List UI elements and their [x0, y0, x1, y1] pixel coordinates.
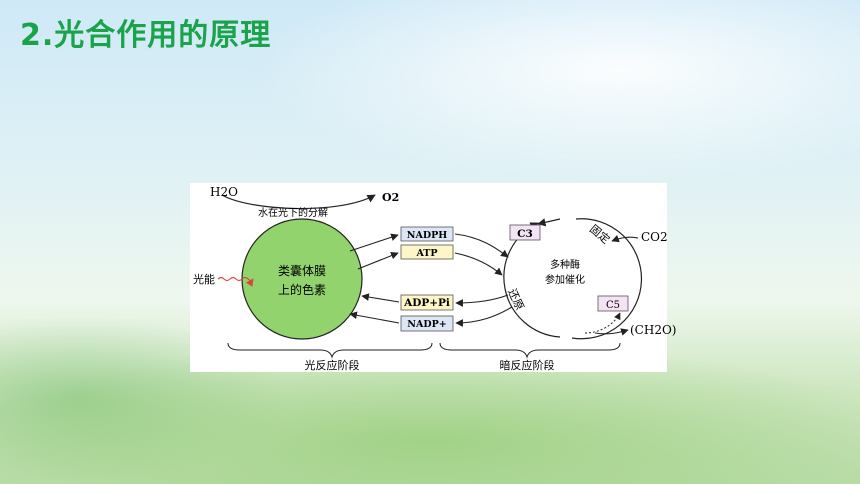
atp-label: ATP	[415, 248, 437, 259]
c5-label: C5	[606, 300, 620, 311]
light-stage-label: 光反应阶段	[305, 358, 360, 372]
water-split-arrow	[221, 194, 376, 210]
ch2o-arrow	[594, 328, 629, 336]
arrow-atp-to-cycle	[454, 252, 503, 276]
water-split-label: 水在光下的分解	[258, 206, 328, 219]
nadph-label: NADPH	[407, 230, 447, 241]
light-energy-label: 光能	[193, 272, 215, 286]
enzyme-label-line1: 多种酶	[550, 258, 580, 271]
light-energy-arrow	[217, 276, 254, 287]
calvin-cycle-ring-right	[571, 218, 643, 340]
arrow-nadph-to-cycle	[454, 233, 509, 258]
adp-pi-box	[400, 294, 454, 311]
arrow-to-atp	[357, 251, 399, 270]
arrow-adp-to-circle	[361, 293, 400, 303]
c3-label: C3	[517, 228, 533, 240]
o2-label: O2	[382, 191, 399, 204]
co2-label: CO2	[641, 230, 668, 244]
photosynthesis-diagram: H2O 水在光下的分解 O2 类囊体膜 上的色素 光能 NADPH ATP AD…	[190, 183, 676, 372]
dark-stage-brace	[439, 342, 621, 359]
pigment-membrane-circle	[241, 218, 363, 340]
arrow-to-nadph	[349, 233, 399, 252]
diagram-canvas: H2O 水在光下的分解 O2 类囊体膜 上的色素 光能 NADPH ATP AD…	[193, 185, 676, 372]
page-title: 2.光合作用的原理	[20, 18, 272, 53]
nadp-plus-label: NADP+	[407, 319, 446, 330]
pigment-label-line2: 上的色素	[278, 282, 326, 297]
enzyme-label-line2: 参加催化	[545, 273, 585, 286]
c5-box	[597, 295, 629, 312]
nadph-box	[400, 226, 454, 242]
ch2o-label: (CH2O)	[630, 323, 676, 337]
arrow-cycle-to-nadp	[455, 306, 513, 327]
arrow-cycle-to-adp	[455, 294, 509, 307]
pigment-label-line1: 类囊体膜	[278, 263, 326, 278]
arrow-nadp-to-circle	[349, 311, 400, 324]
fixation-arrowhead	[537, 218, 561, 227]
c3-box	[509, 224, 541, 241]
light-stage-brace	[227, 342, 433, 359]
dark-stage-label: 暗反应阶段	[500, 358, 555, 372]
atp-box	[400, 244, 454, 260]
h2o-label: H2O	[210, 185, 238, 199]
nadp-plus-box	[400, 315, 454, 332]
c5-dotted-arrow	[584, 312, 621, 334]
co2-arrow	[611, 234, 639, 243]
adp-pi-label: ADP+Pi	[403, 297, 450, 309]
